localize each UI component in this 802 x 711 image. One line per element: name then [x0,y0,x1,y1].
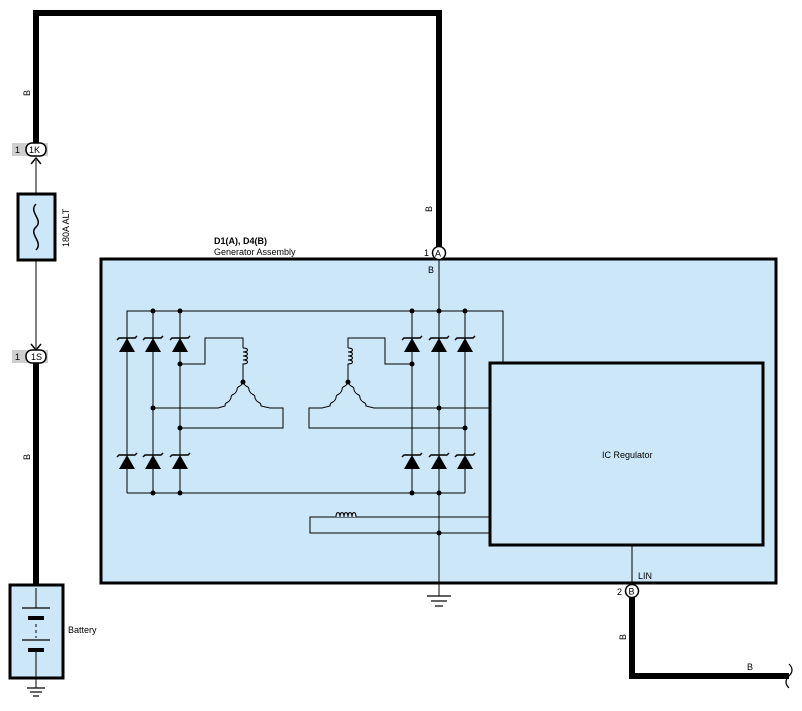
ic-regulator-box [488,361,765,547]
ground-icon [427,595,451,607]
wire-lin-b [629,594,789,679]
wire-break-icon [785,663,793,689]
junction-dots [150,308,468,536]
zener-diode-icon [169,452,191,469]
wire-code-b: B [22,90,32,96]
connector-a: 1 A [424,245,447,261]
lin-label: LIN [638,571,652,581]
wire-code-b: B [424,206,434,212]
connector-a-pin: 1 [424,248,429,258]
wire-top-b [33,10,442,252]
zener-diode-icon [169,335,191,352]
zener-diode-icon [401,335,423,352]
field-coil [309,512,490,534]
zener-diode-icon [428,335,450,352]
connector-1k-code: 1K [29,145,40,155]
generator-connector-ref: D1(A), D4(B) [214,236,267,246]
connector-1s-pin: 1 [15,352,20,362]
connector-terminal-icon [30,156,42,165]
battery: Battery [8,583,97,680]
generator-assembly-label: Generator Assembly [214,247,296,257]
ground-icon [27,678,45,697]
connector-1s: 1 1S [12,343,48,364]
connector-1k: 1 1K [12,142,48,165]
stator-coil-right [308,337,490,429]
stator-coil-left [153,337,284,429]
zener-diode-icon [401,452,423,469]
zener-diode-icon [116,335,138,352]
wire-code-b: B [618,634,628,640]
zener-diode-icon [116,452,138,469]
zener-diode-icon [454,452,476,469]
connector-1k-body [25,142,47,157]
zener-diode-icon [454,335,476,352]
zener-diode-icon [142,335,164,352]
connector-b-pin: 2 [617,587,622,597]
zener-diode-icon [142,452,164,469]
connector-1s-code: 1S [31,352,42,362]
fuse-icon [33,203,39,251]
fuse-180a-alt: 180A ALT [16,192,71,262]
wire-code-b: B [747,662,753,672]
connector-b-code: B [629,587,635,597]
connector-a-body [431,245,447,261]
connector-1s-body [25,349,47,364]
wire-code-b: B [428,265,434,275]
zener-diode-icon [428,452,450,469]
fuse-label: 180A ALT [61,208,71,247]
battery-label: Battery [68,625,97,635]
wire-code-b: B [22,454,32,460]
ic-regulator-label: IC Regulator [602,450,653,460]
connector-b: 2 B [617,583,640,599]
connector-1k-pin: 1 [15,145,20,155]
connector-a-code: A [435,249,441,259]
